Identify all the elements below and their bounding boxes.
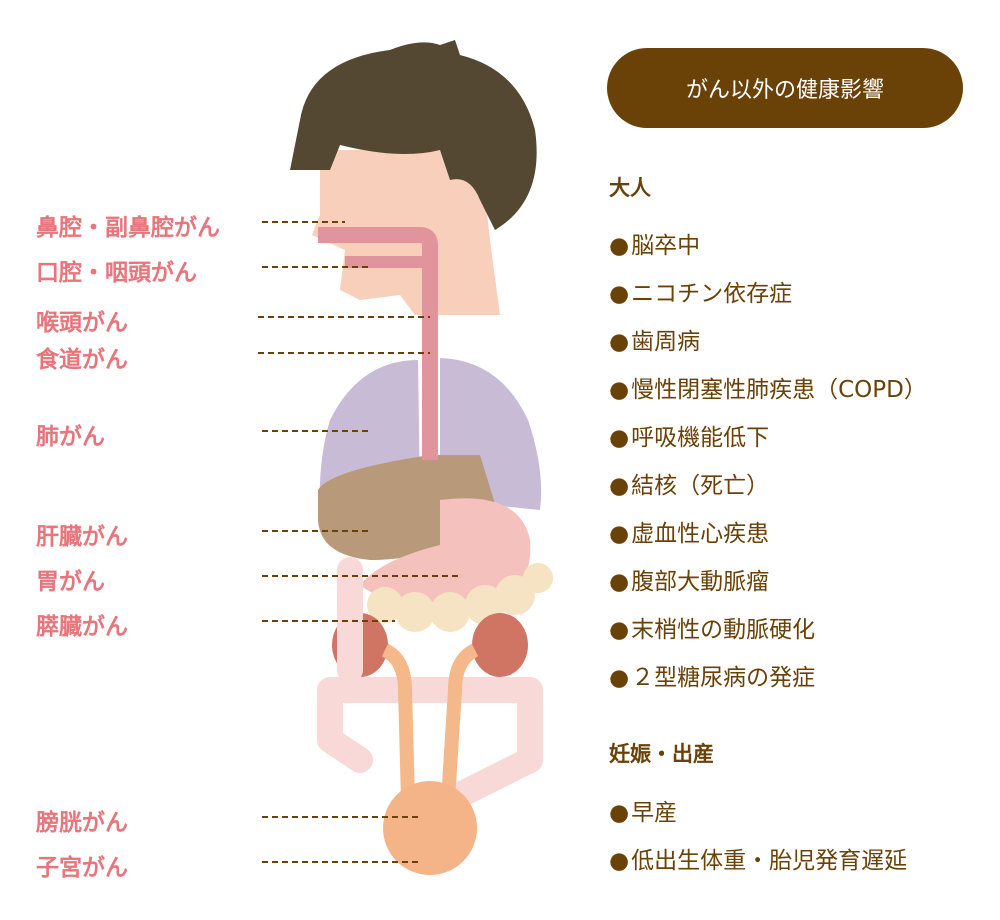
label-lung-cancer: 肺がん — [36, 424, 105, 450]
label-bladder-cancer: 膀胱がん — [36, 810, 128, 836]
adult-heading: 大人 — [609, 176, 651, 200]
adult-item: ●末梢性の動脈硬化 — [609, 617, 816, 643]
bullet-icon: ● — [609, 521, 630, 547]
label-uterine-cancer: 子宮がん — [36, 855, 128, 881]
adult-item: ●慢性閉塞性肺疾患（COPD） — [609, 377, 927, 403]
adult-item: ●結核（死亡） — [609, 473, 770, 499]
intestine — [317, 557, 543, 808]
bullet-icon: ● — [609, 329, 630, 355]
label-stomach-cancer: 胃がん — [36, 569, 105, 595]
adult-item: ●腹部大動脈瘤 — [609, 569, 770, 595]
leader-lines — [258, 221, 460, 863]
adult-item: ●虚血性心疾患 — [609, 521, 770, 547]
label-laryngeal-cancer: 喉頭がん — [36, 310, 128, 336]
bladder — [383, 781, 477, 875]
label-pancreatic-cancer: 膵臓がん — [36, 614, 128, 640]
bullet-icon: ● — [609, 473, 630, 499]
label-liver-cancer: 肝臓がん — [36, 524, 128, 550]
pregnancy-item: ●早産 — [609, 800, 678, 826]
adult-item: ●脳卒中 — [609, 233, 701, 259]
bullet-icon: ● — [609, 377, 630, 403]
bullet-icon: ● — [609, 281, 630, 307]
bullet-icon: ● — [609, 233, 630, 259]
bullet-icon: ● — [609, 848, 630, 874]
stomach — [360, 498, 531, 611]
label-oral-pharyngeal-cancer: 口腔・咽頭がん — [36, 260, 197, 286]
adult-item: ●呼吸機能低下 — [609, 425, 770, 451]
adult-item: ●ニコチン依存症 — [609, 281, 793, 307]
adult-item: ●歯周病 — [609, 329, 701, 355]
bullet-icon: ● — [609, 665, 630, 691]
bullet-icon: ● — [609, 800, 630, 826]
hair — [290, 40, 537, 230]
label-nasal-cancer: 鼻腔・副鼻腔がん — [36, 215, 220, 241]
pregnancy-item: ●低出生体重・胎児発育遅延 — [609, 848, 908, 874]
pregnancy-heading: 妊娠・出産 — [609, 742, 714, 766]
adult-item: ●２型糖尿病の発症 — [609, 665, 816, 691]
label-esophageal-cancer: 食道がん — [36, 347, 128, 373]
bullet-icon: ● — [609, 569, 630, 595]
panel-title-badge: がん以外の健康影響 — [607, 48, 963, 128]
bullet-icon: ● — [609, 425, 630, 451]
right-kidney — [472, 613, 528, 677]
bullet-icon: ● — [609, 617, 630, 643]
